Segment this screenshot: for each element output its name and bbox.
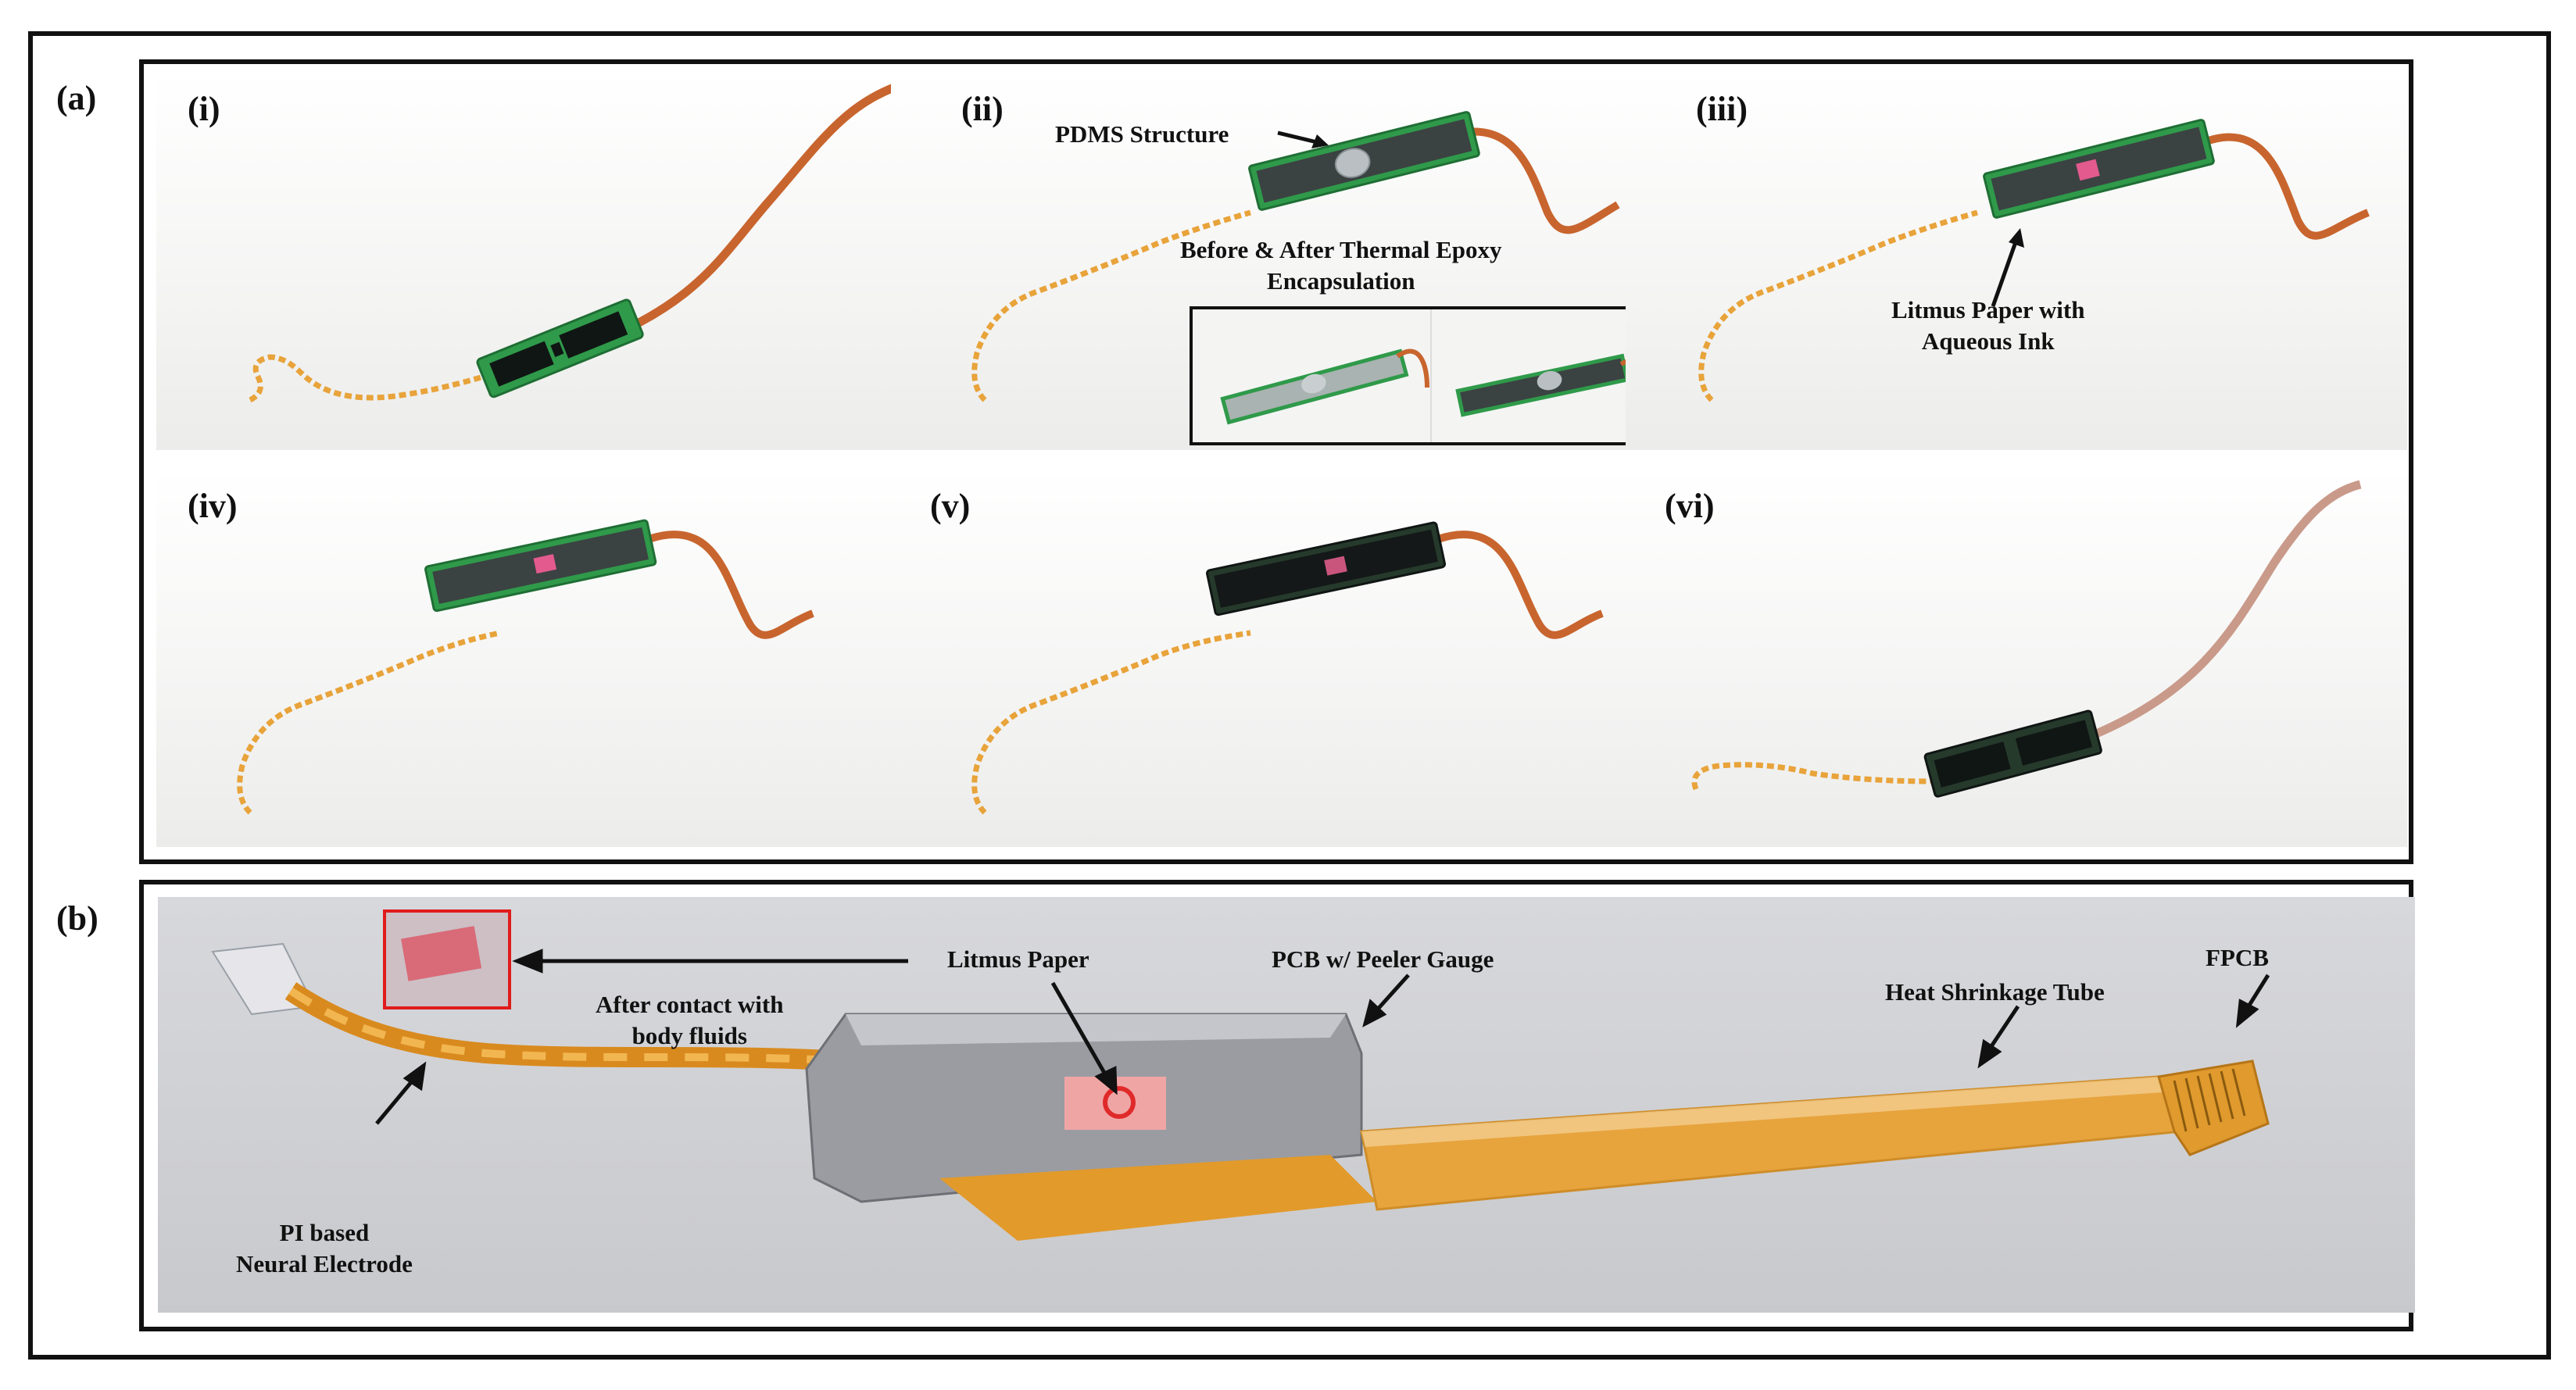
panel-a-label: (a) <box>56 79 97 117</box>
subpanel-iii-render <box>1698 119 2370 402</box>
subpanel-ii-label: (ii) <box>961 90 1004 128</box>
litmus-ink-line1: Litmus Paper with <box>1891 296 2085 323</box>
flex-cable <box>2092 480 2362 739</box>
subpanel-i-label: (i) <box>188 90 220 128</box>
pi-electrode-line1: PI based <box>279 1219 370 1246</box>
after-contact-line2: body fluids <box>631 1022 747 1050</box>
fpcb-pins <box>2173 1068 2246 1132</box>
fpcb-connector <box>2157 1059 2270 1156</box>
epoxy-inset <box>1190 306 1666 445</box>
after-contact-label: After contact with body fluids <box>596 989 783 1052</box>
litmus-arrow <box>1991 239 2019 307</box>
epoxy-label-line2: Encapsulation <box>1267 267 1415 295</box>
litmus-spot <box>1103 1086 1136 1119</box>
subpanel-v-label: (v) <box>930 487 971 525</box>
subpanel-iv-label: (iv) <box>188 487 238 525</box>
epoxy-label-line1: Before & After Thermal Epoxy <box>1180 236 1502 263</box>
pcb-lower <box>939 1155 1377 1241</box>
device-photo: After contact with body fluids Litmus Pa… <box>158 897 2415 1313</box>
subpanel-iii: (iii) Litmus Paper with Aqueous Ink <box>1626 72 2407 450</box>
subpanel-iii-label: (iii) <box>1696 90 1748 128</box>
pcb-board <box>1983 119 2215 219</box>
subpanel-v: (v) <box>891 469 1673 847</box>
spiral-electrode <box>237 630 501 815</box>
litmus-paper <box>533 554 557 574</box>
pcb-board <box>1248 111 1480 211</box>
subpanel-iv: (iv) <box>156 469 938 847</box>
fpcb-label: FPCB <box>2206 944 2269 971</box>
pi-electrode-beads <box>288 987 846 1065</box>
panel-b-label: (b) <box>56 899 98 938</box>
flex-cable <box>1436 531 1604 639</box>
figure-outer-frame <box>28 31 2551 1360</box>
flex-cable <box>647 531 814 639</box>
after-contact-line1: After contact with <box>596 991 784 1018</box>
photo-arrows <box>375 949 2270 1125</box>
subpanel-vi: (vi) <box>1626 469 2407 847</box>
litmus-ink-line2: Aqueous Ink <box>1921 327 2055 356</box>
litmus-ink-label: Litmus Paper with Aqueous Ink <box>1891 295 2084 358</box>
spiral-electrode <box>971 209 1251 402</box>
flex-cable <box>1452 127 1620 234</box>
litmus-paper <box>2076 159 2100 181</box>
spiral-electrode <box>971 630 1251 815</box>
pcb-board <box>1206 521 1447 616</box>
pdms-dome <box>1334 148 1371 178</box>
flex-cable <box>2202 133 2370 240</box>
litmus-paper <box>1324 556 1347 576</box>
subpanel-vi-label: (vi) <box>1665 487 1715 525</box>
spiral-electrode <box>1691 762 1931 791</box>
subpanel-iv-render <box>237 519 814 815</box>
pcb-board <box>424 519 657 613</box>
pcb-peeler-label: PCB w/ Peeler Gauge <box>1272 945 1494 973</box>
epoxy-inset-render <box>1220 309 1663 442</box>
pdms-arrow <box>1277 130 1329 148</box>
subpanel-i-render <box>249 78 908 403</box>
pcb-top <box>846 1014 1346 1045</box>
subpanel-vi-render <box>1691 480 2362 798</box>
pdms-structure-label: PDMS Structure <box>1055 120 1229 148</box>
pcb-board <box>1923 709 2102 798</box>
subpanel-ii-render <box>971 111 1620 402</box>
pi-electrode-label: PI based Neural Electrode <box>236 1217 413 1281</box>
subpanel-v-render <box>971 521 1604 815</box>
litmus-paper-label: Litmus Paper <box>947 945 1089 973</box>
pcb-board <box>476 298 644 398</box>
device-photo-render <box>211 909 2270 1241</box>
epoxy-label: Before & After Thermal Epoxy Encapsulati… <box>1180 234 1502 298</box>
flex-cable <box>577 78 908 354</box>
subpanel-ii: (ii) PDMS Structure Before & After Therm… <box>891 72 1673 450</box>
heat-shrink-label: Heat Shrinkage Tube <box>1885 978 2105 1006</box>
spiral-electrode <box>249 354 498 403</box>
spiral-electrode <box>1698 209 1978 402</box>
subpanel-i: (i) <box>156 72 938 450</box>
pi-electrode-line2: Neural Electrode <box>236 1250 413 1278</box>
